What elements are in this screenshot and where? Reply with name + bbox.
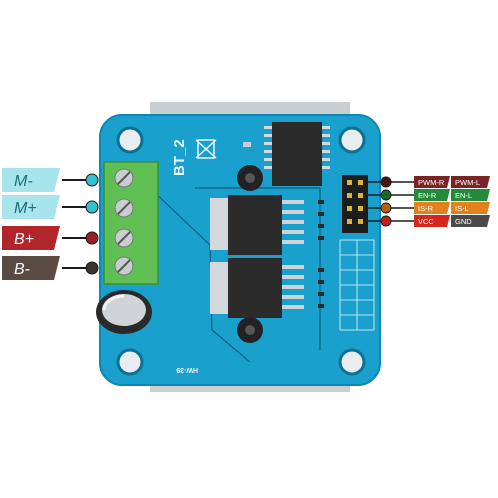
terminal-screws (114, 168, 134, 276)
left-label-2: B+ (2, 226, 99, 250)
pin-label-right: IS-L (455, 204, 469, 213)
pin-label-left: EN-R (418, 191, 437, 200)
recycle-bin-icon (195, 139, 217, 159)
pin-tag-left (414, 176, 450, 188)
terminal-dot (85, 261, 99, 275)
smd-components (243, 142, 324, 308)
label-text: B- (14, 261, 30, 278)
right-label-3: VCC GND (368, 215, 490, 227)
board-name-label: BT_2 (171, 139, 188, 176)
pin-header (342, 175, 368, 233)
driver-ic-top (272, 122, 322, 186)
capacitor (96, 290, 152, 334)
screw-heads (237, 165, 263, 343)
pin-table-silkscreen (339, 239, 375, 331)
pin-label-left: VCC (418, 217, 434, 226)
header-dot (380, 189, 392, 201)
label-tag (2, 256, 60, 280)
label-tag (2, 168, 60, 192)
pin-label-left: IS-R (418, 204, 434, 213)
board-model-label: HW-39 (176, 366, 198, 373)
terminal-dot (85, 173, 99, 187)
label-text: M- (14, 173, 33, 190)
pin-tag-right (451, 176, 490, 188)
pin-tag-left (414, 189, 450, 201)
mosfet-chips (210, 195, 282, 318)
pin-tag-right (451, 202, 490, 214)
right-label-0: PWM-R PWM-L (368, 176, 490, 188)
left-connection-labels: M- M+ B+ B- (2, 168, 99, 280)
mounting-holes (116, 126, 366, 376)
label-text: M+ (14, 200, 37, 217)
pin-tag-right (451, 189, 490, 201)
header-dot (380, 215, 392, 227)
pin-tag-right (451, 215, 490, 227)
left-label-1: M+ (2, 195, 99, 219)
right-connection-labels: PWM-R PWM-L EN-R EN-L IS-R IS-L VCC GND (368, 176, 490, 227)
pin-label-right: GND (455, 217, 472, 226)
chip-pins (282, 200, 304, 309)
header-dot (380, 202, 392, 214)
pin-label-right: EN-L (455, 191, 472, 200)
right-label-2: IS-R IS-L (368, 202, 490, 214)
pin-tag-left (414, 202, 450, 214)
header-dot (380, 176, 392, 188)
label-text: B+ (14, 231, 34, 248)
terminal-dot (85, 200, 99, 214)
right-label-1: EN-R EN-L (368, 189, 490, 201)
pin-tag-left (414, 215, 450, 227)
pin-label-left: PWM-R (418, 178, 445, 187)
left-label-0: M- (2, 168, 99, 192)
label-tag (2, 195, 60, 219)
left-label-3: B- (2, 256, 99, 280)
ic-pins-top (264, 126, 330, 169)
terminal-dot (85, 231, 99, 245)
label-tag (2, 226, 60, 250)
pin-label-right: PWM-L (455, 178, 480, 187)
